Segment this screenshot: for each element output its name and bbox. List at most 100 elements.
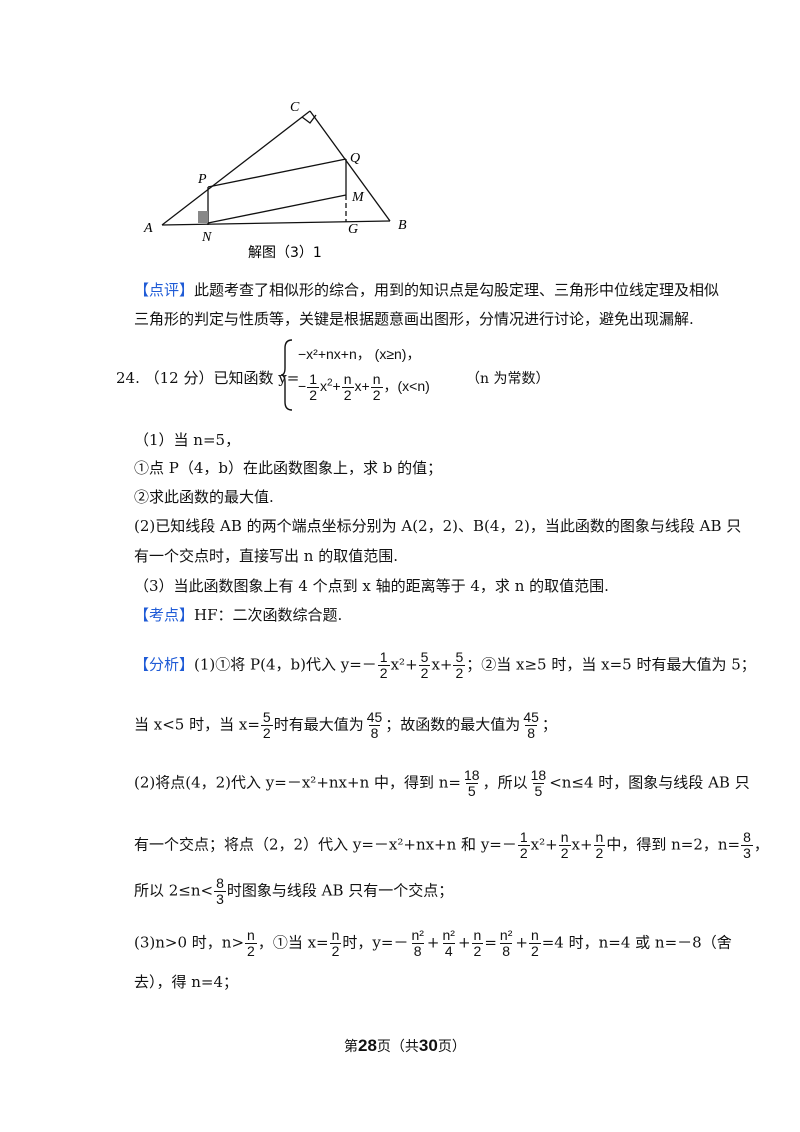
analysis-2b: 时有最大值为 (273, 715, 364, 734)
analysis-6f: = (484, 933, 497, 952)
analysis-3b: ，所以 (482, 773, 528, 792)
analysis-4e: ， (753, 835, 769, 854)
footer-pre: 第 (344, 1039, 358, 1055)
analysis-6g: + (515, 933, 528, 952)
analysis-1c: x+ (431, 655, 453, 674)
analysis-5a: 所以 2≤n< (134, 881, 214, 900)
part-1a: ①点 P（4，b）在此函数图象上，求 b 的值； (134, 459, 443, 477)
kaodian: 【考点】HF：二次函数综合题. (134, 605, 342, 625)
analysis-6h: =4 时，n=4 或 n=－8（舍 (541, 933, 732, 952)
analysis-6e: + (457, 933, 471, 952)
analysis-tag: 【分析】 (134, 655, 195, 674)
analysis-6c: 时，y=－ (342, 933, 409, 952)
analysis-6d: + (426, 933, 440, 952)
page-footer: 第28页（共30页） (344, 1036, 466, 1056)
label-M: M (351, 190, 365, 205)
brace (280, 339, 293, 411)
part-1: （1）当 n=5， (134, 431, 241, 449)
comment-text-1: 此题考查了相似形的综合，用到的知识点是勾股定理、三角形中位线定理及相似 (194, 281, 720, 299)
q24-note: （n 为常数） (466, 371, 550, 387)
analysis-7: 去），得 n=4； (134, 973, 239, 991)
kaodian-tag: 【考点】 (134, 606, 195, 624)
footer-total-pages: 30 (418, 1036, 438, 1055)
analysis-4d: 中，得到 n=2，n= (606, 835, 741, 854)
part-2b: 有一个交点时，直接写出 n 的取值范围. (134, 547, 398, 565)
analysis-4b: x²+ (530, 835, 558, 854)
comment-line-1: 【点评】此题考查了相似形的综合，用到的知识点是勾股定理、三角形中位线定理及相似 (134, 280, 719, 300)
analysis-4c: x+ (571, 835, 593, 854)
label-Q: Q (350, 151, 360, 166)
label-B: B (398, 218, 407, 233)
comment-text-2: 三角形的判定与性质等，关键是根据题意画出图形，分情况进行讨论，避免出现漏解. (134, 310, 694, 328)
analysis-1a: (1)①将 P(4，b)代入 y=－ (194, 655, 377, 674)
q24-header: 24. （12 分）已知函数 y= (116, 368, 299, 388)
part-2a: (2)已知线段 AB 的两个端点坐标分别为 A(2，2)、B(4，2)，当此函数… (134, 517, 742, 535)
label-A: A (143, 221, 153, 236)
label-C: C (290, 100, 300, 115)
piece-2-minus: − (298, 378, 307, 395)
analysis-1b: x²+ (390, 655, 418, 674)
analysis-2c: ；故函数的最大值为 (385, 715, 521, 734)
label-G: G (348, 222, 358, 237)
comment-line-2: 三角形的判定与性质等，关键是根据题意画出图形，分情况进行讨论，避免出现漏解. (134, 309, 694, 329)
analysis-3a: (2)将点(4，2)代入 y=－x²+nx+n 中，得到 n= (134, 773, 462, 792)
analysis-2d: ； (541, 715, 557, 734)
q24-stem: （12 分）已知函数 y= (144, 369, 300, 387)
figure-caption: 解图（3）1 (248, 245, 322, 261)
geometry-figure: C P Q M A N G B 解图（3）1 (143, 100, 407, 261)
analysis-5b: 时图象与线段 AB 只有一个交点； (226, 881, 454, 900)
label-P: P (197, 172, 207, 187)
part-3: （3）当此函数图象上有 4 个点到 x 轴的距离等于 4，求 n 的取值范围. (134, 577, 609, 595)
comment-tag: 【点评】 (134, 281, 195, 299)
piece-1: −x²+nx+n， (x≥n)， (298, 344, 420, 364)
footer-mid: 页（共 (376, 1039, 419, 1055)
analysis-3c: <n≤4 时，图象与线段 AB 只 (549, 773, 750, 792)
piece-1-cond: (x≥n)， (374, 346, 421, 362)
kaodian-text: HF：二次函数综合题. (194, 606, 343, 624)
piece-2-xplus: x+ (354, 378, 370, 395)
footer-post: 页） (437, 1039, 466, 1055)
label-N: N (201, 230, 212, 245)
part-1b: ②求此函数的最大值. (134, 488, 274, 506)
analysis-1d: ；②当 x≥5 时，当 x=5 时有最大值为 5； (466, 655, 756, 674)
piece-1-expr: −x²+nx+n， (298, 346, 371, 362)
analysis-6a: (3)n>0 时，n> (134, 933, 245, 952)
footer-page-number: 28 (358, 1036, 377, 1055)
piece-2-plus: + (332, 378, 341, 395)
q24-number: 24. (116, 369, 140, 387)
analysis-4a: 有一个交点；将点（2，2）代入 y=－x²+nx+n 和 y=－ (134, 835, 517, 854)
analysis-2a: 当 x<5 时，当 x= (134, 715, 260, 734)
piece-2-cond: ，(x<n) (383, 378, 430, 395)
piece-2-x: x (319, 378, 327, 395)
